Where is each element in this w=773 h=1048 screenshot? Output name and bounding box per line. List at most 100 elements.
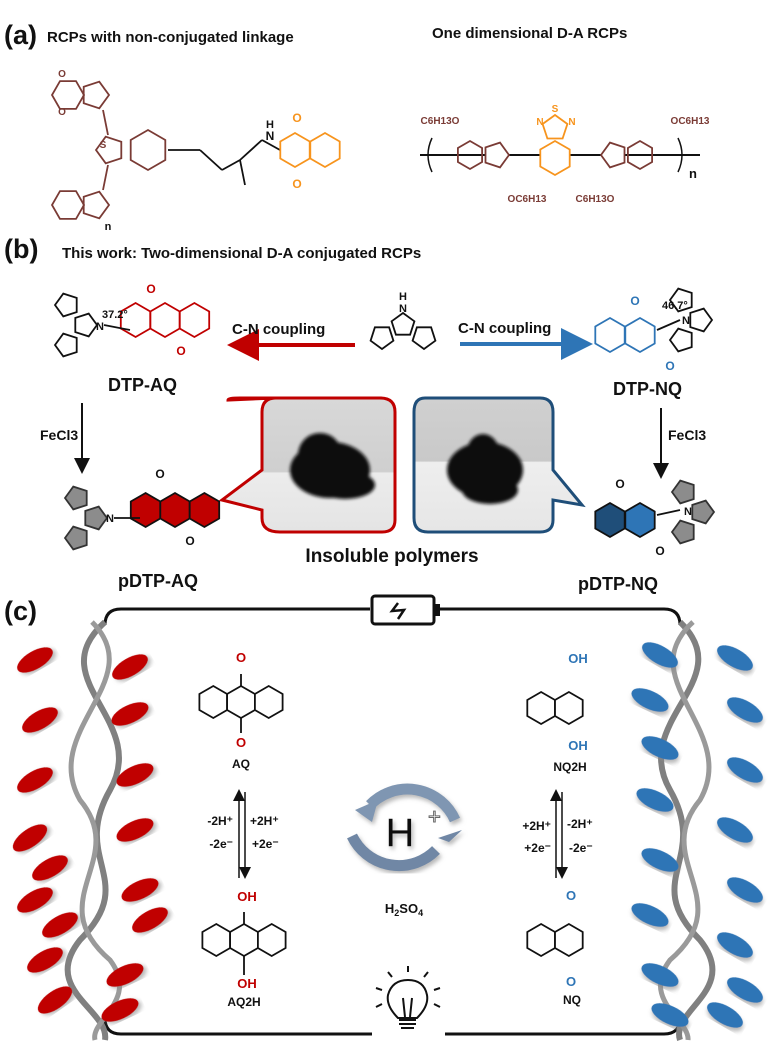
atom-label: N: [682, 315, 690, 327]
thiophene-ring: [541, 113, 569, 140]
atom-label: N: [684, 506, 692, 518]
aq-pendant: [17, 647, 53, 673]
thiophene-ring: [63, 525, 88, 551]
polymer-backbone-right: [658, 619, 716, 1041]
reagent-right: FeCl3: [668, 427, 706, 443]
thiophene-ring: [82, 80, 111, 110]
panel-c-label: (c): [4, 596, 37, 626]
atom-label: O: [292, 177, 301, 191]
atom-label: O: [185, 534, 194, 548]
panel-a-label: (a): [4, 20, 37, 50]
aq-pendant: [106, 963, 144, 987]
proton-charge: +: [428, 804, 441, 829]
polymer-backbone-left-2: [68, 620, 123, 1041]
thiophene-ring: [599, 141, 626, 169]
ring: [526, 922, 556, 958]
thiophene-ring: [691, 499, 716, 525]
proton-symbol: H: [386, 811, 415, 855]
atom-label: N: [106, 513, 114, 525]
bond: [261, 139, 281, 151]
atom-label: N: [536, 117, 543, 128]
thiophene-ring: [94, 135, 123, 165]
ring: [201, 922, 232, 958]
polymer-label-aq: pDTP-AQ: [118, 571, 198, 591]
atom-label: O: [58, 69, 66, 80]
ring: [149, 301, 181, 339]
aq-pendant: [112, 654, 148, 680]
nq-pendant: [727, 757, 763, 783]
polymer-label-nq: pDTP-NQ: [578, 574, 658, 594]
polymer-backbone-left: [64, 619, 122, 1041]
ring: [129, 128, 167, 172]
nq-pendant: [717, 932, 753, 958]
atom-label: H: [399, 291, 407, 303]
atom-label: O: [665, 359, 674, 373]
atom-label: O: [566, 974, 576, 989]
nq-pendant: [631, 903, 669, 927]
thiophene-ring: [484, 141, 511, 169]
aq-pendant: [17, 887, 53, 913]
ring: [624, 316, 656, 354]
atom-label: O: [58, 107, 66, 118]
atom-label: O: [630, 294, 639, 308]
thiophene-ring: [369, 326, 395, 351]
ring: [554, 922, 584, 958]
ring: [456, 139, 484, 171]
atom-label: OH: [568, 651, 588, 666]
polymer-backbone-right-2: [657, 620, 712, 1041]
circuit-wire-bottom: [103, 1017, 682, 1036]
nq-pendant: [642, 642, 678, 668]
bond: [102, 109, 109, 136]
proton-cycle-icon: [347, 783, 462, 872]
atom-label: OH: [237, 889, 257, 904]
battery-icon: [370, 594, 440, 626]
thiophene-ring: [82, 190, 111, 220]
bracket: [677, 137, 683, 173]
eq-text: -2H⁺: [207, 814, 233, 828]
ring: [198, 684, 229, 720]
formula-subscript: 2: [394, 908, 399, 918]
ring: [539, 139, 571, 177]
electrolyte-label: H2SO4: [385, 901, 423, 918]
redox-equilibrium-nq: +2H⁺ +2e⁻ -2H⁺ -2e⁻: [522, 789, 593, 879]
black-powder-pile: [290, 433, 375, 499]
redox-equilibrium-aq: -2H⁺ -2e⁻ +2H⁺ +2e⁻: [207, 789, 279, 879]
thiophene-ring: [670, 519, 695, 545]
bond: [656, 319, 681, 331]
aq-pendant: [116, 818, 154, 842]
atom-label: O: [655, 544, 664, 558]
nq-pendant: [727, 877, 763, 903]
thiophene-ring: [411, 326, 437, 351]
coupling-label-right: C-N coupling: [458, 320, 551, 337]
dtp-aq-label: DTP-AQ: [108, 375, 177, 395]
photo-pdtp-nq: [412, 396, 586, 534]
atom-label: OC6H13: [671, 116, 710, 127]
ring: [129, 491, 162, 529]
bond: [102, 164, 109, 191]
atom-label: N: [266, 129, 275, 143]
aq-pendant: [121, 878, 159, 902]
ring: [159, 491, 191, 529]
thiophene-ring: [668, 327, 693, 353]
atom-label: S: [552, 104, 559, 115]
formula-text: H: [385, 901, 394, 916]
eq-text: +2e⁻: [252, 837, 279, 851]
atom-label: O: [155, 467, 164, 481]
atom-label: C6H13O: [576, 194, 615, 205]
ring: [226, 684, 256, 720]
formula-text: SO: [399, 901, 418, 916]
nq-pendant: [631, 688, 669, 712]
atom-label: n: [689, 166, 697, 181]
bond: [199, 149, 223, 171]
atom-label: O: [146, 282, 155, 296]
nq-pendant: [717, 645, 753, 671]
atom-label: S: [100, 140, 107, 151]
atom-label: O: [236, 735, 246, 750]
ring: [526, 690, 556, 726]
light-bulb-icon: [375, 966, 441, 1029]
atom-label: O: [566, 888, 576, 903]
atom-label: N: [399, 303, 407, 315]
nq-label: NQ: [563, 993, 581, 1007]
